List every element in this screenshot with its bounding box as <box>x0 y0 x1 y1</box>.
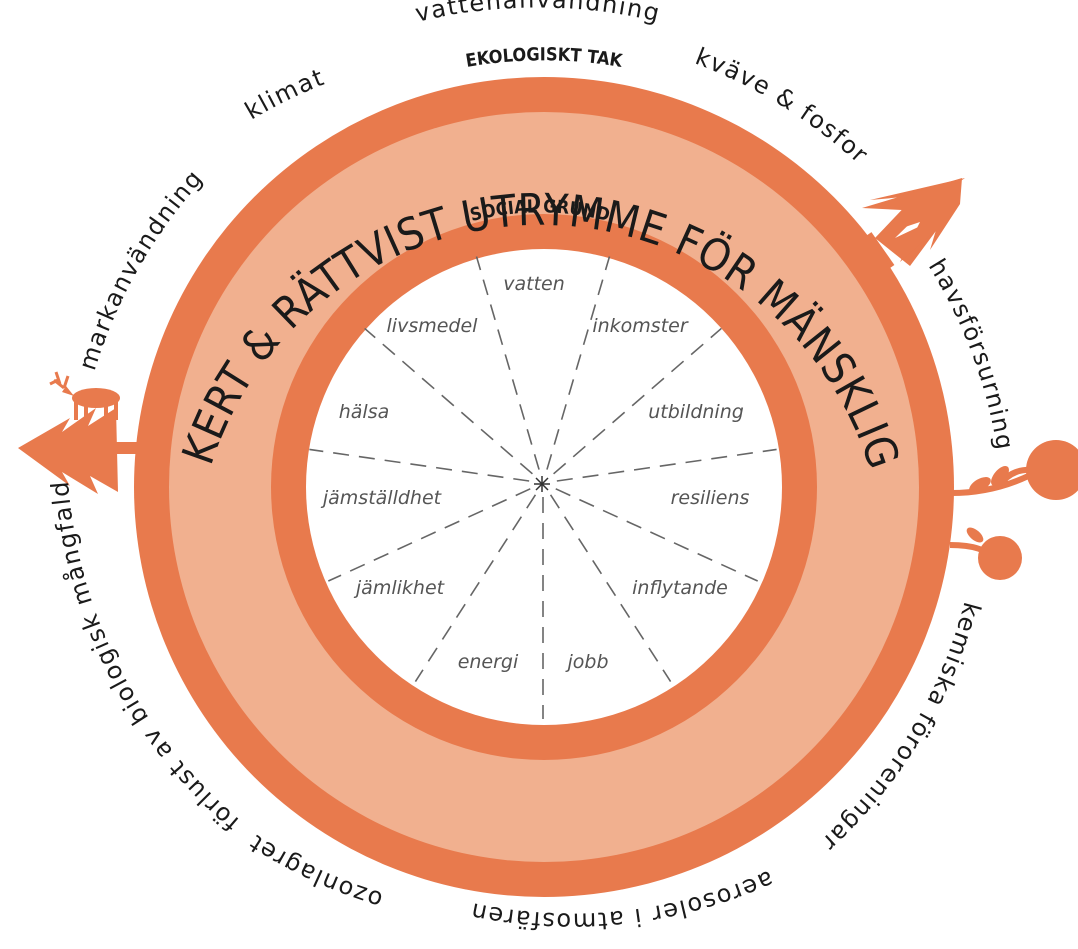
center-asterisk-icon <box>534 476 550 492</box>
sector-divider <box>364 327 533 475</box>
sector-divider <box>553 327 722 475</box>
social-label-inflytande: inflytande <box>632 577 728 599</box>
social-label-livsmedel: livsmedel <box>387 315 479 337</box>
social-sector-dividers <box>309 256 777 719</box>
ecological-ceiling-title: EKOLOGISKT TAK <box>464 44 625 72</box>
deer-icon <box>49 371 120 422</box>
tree-icon-left <box>18 408 144 494</box>
sector-divider <box>555 488 759 582</box>
sector-divider <box>546 256 611 470</box>
social-label-resiliens: resiliens <box>671 487 750 509</box>
social-label-vatten: vatten <box>503 273 565 295</box>
social-label-jamstalldhet: jämställdhet <box>320 487 443 509</box>
sector-divider <box>475 256 540 470</box>
sector-divider <box>309 448 530 482</box>
eco-label-vattenanvandning: vattenanvändning <box>413 0 664 28</box>
social-label-jamlikhet: jämlikhet <box>353 577 446 599</box>
eco-label-klimat: klimat <box>240 63 328 125</box>
social-label-utbildning: utbildning <box>648 401 744 423</box>
sector-divider <box>327 488 531 582</box>
social-label-halsa: hälsa <box>339 401 390 423</box>
social-label-jobb: jobb <box>564 651 608 673</box>
sector-divider <box>549 494 672 682</box>
social-label-energi: energi <box>458 651 519 673</box>
social-label-inkomster: inkomster <box>592 315 688 337</box>
sector-divider <box>556 448 777 482</box>
sector-divider <box>414 494 537 682</box>
